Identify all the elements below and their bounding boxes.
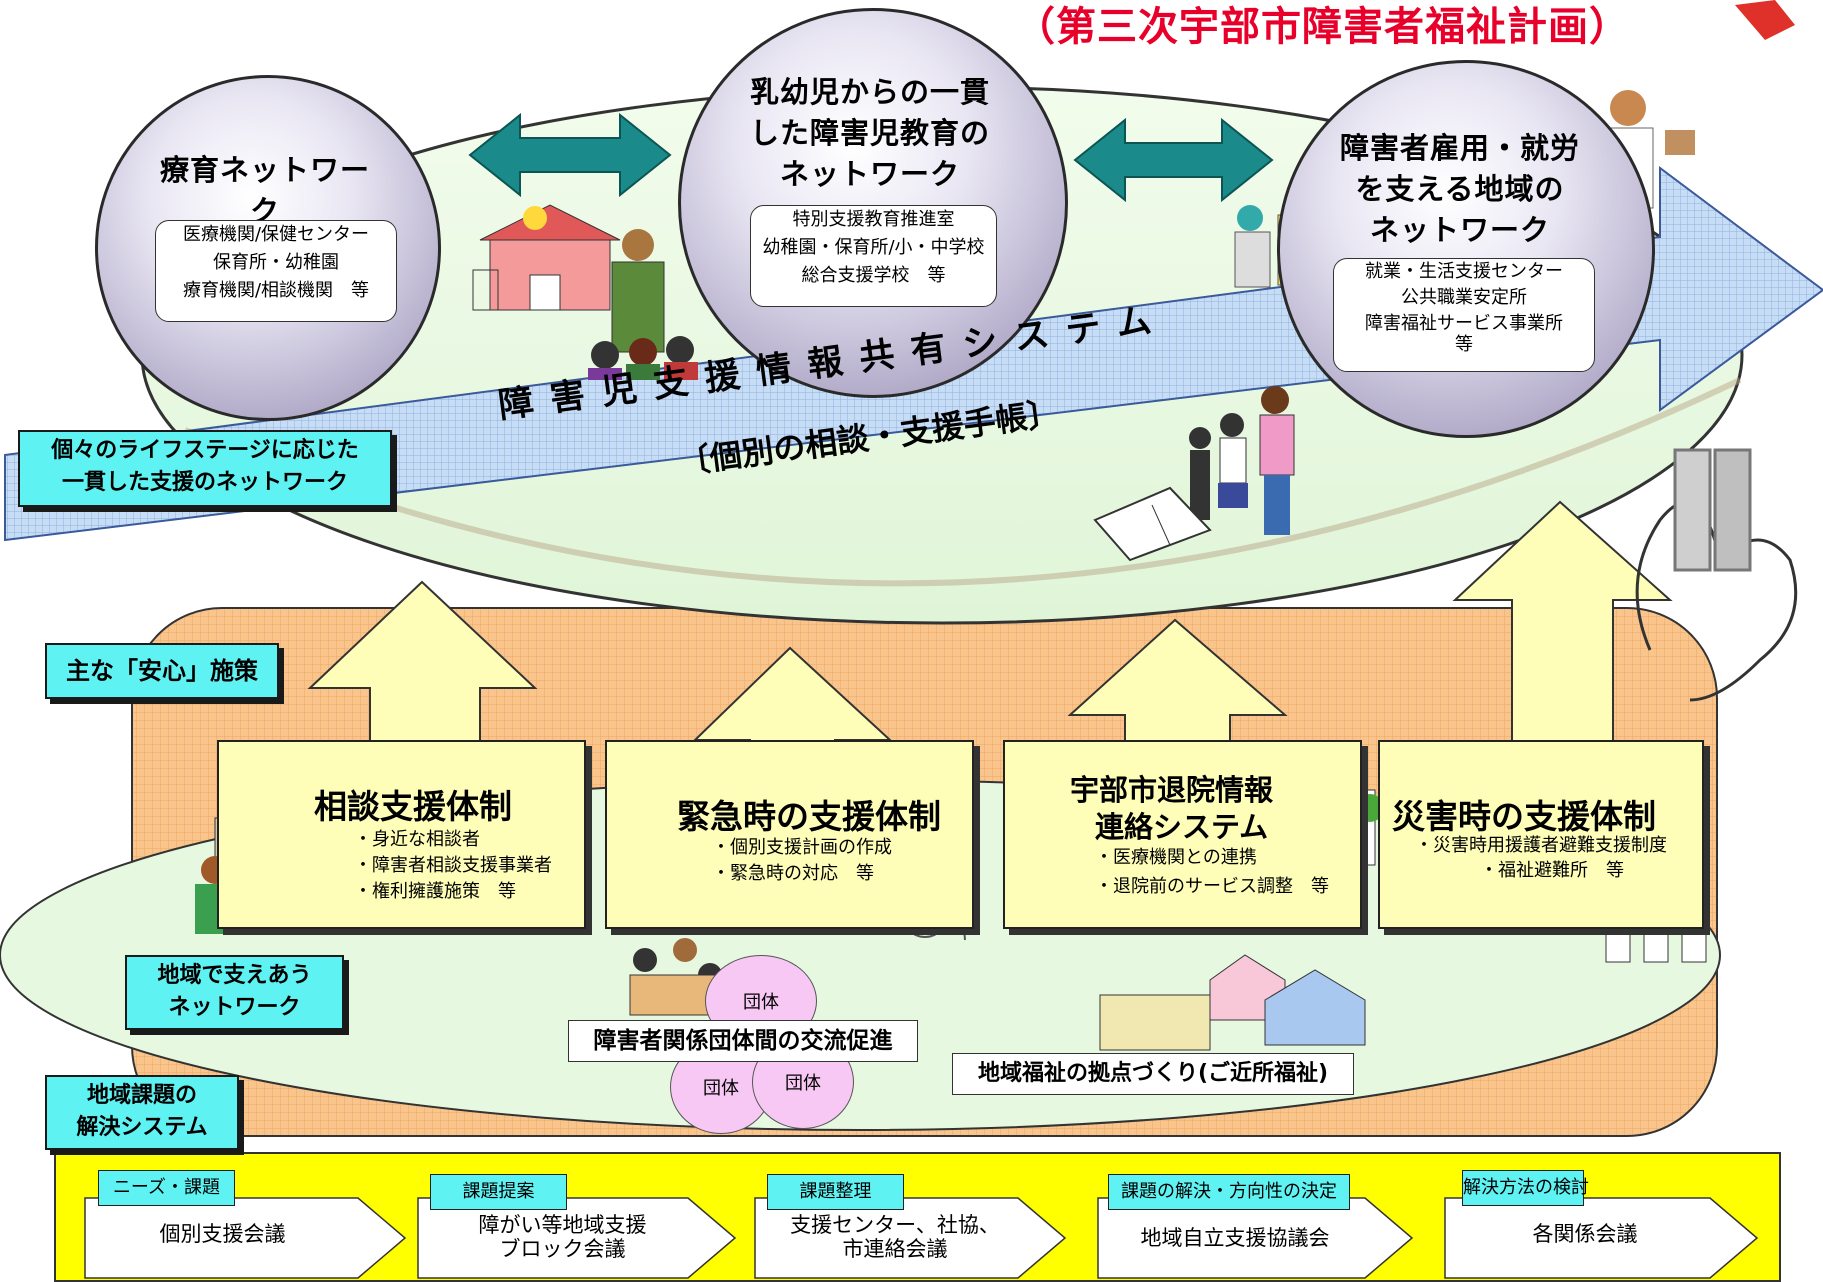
circle-title-line: ネットワーク [779,157,960,191]
lifestage-label: 個々のライフステージに応じた 一貫した支援のネットワーク [18,430,392,507]
process-tag: ニーズ・課題 [98,1170,235,1206]
circle-title-line: を支える地域の [1355,172,1565,206]
kaiketsu-label: 地域課題の 解決システム [45,1075,239,1150]
teacher-illustration [588,229,698,380]
measure-title: 相談支援体制 [314,787,512,826]
measure-line: ・障害者相談支援事業者 [354,855,552,876]
circle-item: 医療機関/保健センター [182,224,370,245]
measure-line: ・身近な相談者 [354,829,480,850]
circle-title-line: 療育ネットワー [159,153,370,187]
measure-title: 連絡システム [1095,810,1269,844]
circle-item: 幼稚園・保育所/小・中学校 [762,237,985,258]
ryoiku-network-items: 医療機関/保健センター 保育所・幼稚園 療育機関/相談機関 等 [155,220,397,322]
process-arrow-1 [84,1197,407,1279]
process-tag: 課題整理 [767,1174,904,1210]
process-label-line: 市連絡会議 [842,1237,948,1261]
book-illustration [1093,486,1212,562]
koyo-network-items: 就業・生活支援センター 公共職業安定所 障害福祉サービス事業所 等 [1333,258,1595,372]
measure-line: ・緊急時の対応 等 [712,863,874,884]
anshin-label: 主な「安心」施策 [45,643,279,699]
process-label-line: 地域自立支援協議会 [1140,1226,1330,1250]
process-label: 支援センター、社協、 市連絡会議 [765,1213,1025,1261]
process-label: 個別支援会議 [100,1222,345,1246]
process-tag: 課題提案 [430,1174,567,1210]
measure-line: ・災害時用援護者避難支援制度 [1415,835,1667,856]
process-tag: 解決方法の検討 [1462,1170,1589,1206]
koyo-network-title: 障害者雇用・就労 を支える地域の ネットワーク [1310,128,1610,251]
process-label-line: 障がい等地域支援 [478,1213,647,1237]
label-line: 地域課題の [86,1083,197,1108]
process-arrow-3 [754,1197,1067,1279]
houses-illustration [1099,954,1366,1051]
circle-title-line: した障害児教育の [749,116,990,150]
teal-arrow-right [1073,117,1274,203]
circle-item: 総合支援学校 等 [801,265,946,286]
circle-item: 保育所・幼稚園 [213,252,339,273]
measure-title: 災害時の支援体制 [1392,797,1656,836]
circle-item: 就業・生活支援センター [1365,261,1563,282]
measure-box-soudan: 相談支援体制 ・身近な相談者 ・障害者相談支援事業者 ・権利擁護施策 等 [217,740,586,929]
label-line: ネットワーク [168,995,301,1020]
measure-box-kinkyu: 緊急時の支援体制 ・個別支援計画の作成 ・緊急時の対応 等 [605,740,974,929]
circle-item: 療育機関/相談機関 等 [182,280,370,301]
process-label-line: 各関係会議 [1532,1222,1638,1246]
kyoiku-network-items: 特別支援教育推進室 幼稚園・保育所/小・中学校 総合支援学校 等 [750,205,997,307]
process-label: 地域自立支援協議会 [1105,1226,1365,1250]
koyo-network-circle [1277,60,1655,438]
circle-title-line: 乳幼児からの一貫 [749,75,990,109]
process-arrow-2 [417,1197,737,1279]
exchange-label: 障害者関係団体間の交流促進 [568,1020,918,1062]
measure-line: ・退院前のサービス調整 等 [1095,876,1329,897]
circle-item: 特別支援教育推進室 [792,209,955,230]
label-line: 個々のライフステージに応じた [51,438,359,463]
circle-item: 公共職業安定所 [1401,287,1527,308]
measure-box-taiin: 宇部市退院情報 連絡システム ・医療機関との連携 ・退院前のサービス調整 等 [1003,740,1362,929]
process-label: 各関係会議 [1455,1222,1715,1246]
circle-title-line: ネットワーク [1369,213,1550,247]
process-tag: 課題の解決・方向性の決定 [1108,1174,1350,1210]
base-label: 地域福祉の拠点づくり(ご近所福祉) [952,1053,1354,1095]
students-illustration [1189,386,1295,535]
measure-title: 宇部市退院情報 [1070,773,1274,807]
circle-item: 等 [1455,334,1473,355]
hands-illustration [1635,448,1798,702]
measure-line: ・医療機関との連携 [1095,847,1257,868]
measure-line: ・権利擁護施策 等 [354,881,516,902]
process-label-line: 個別支援会議 [159,1222,286,1246]
label-line: 一貫した支援のネットワーク [61,470,348,495]
measure-line: ・個別支援計画の作成 [712,837,892,858]
page-title: （第三次宇部市障害者福祉計画） [1015,4,1630,50]
process-label-line: ブロック会議 [499,1237,626,1261]
process-label: 障がい等地域支援 ブロック会議 [430,1213,695,1261]
kyoiku-network-title: 乳幼児からの一貫 した障害児教育の ネットワーク [700,72,1040,195]
kyoiku-network-circle [678,8,1068,398]
school-illustration [472,204,621,311]
label-line: 解決システム [76,1115,208,1140]
rocket-illustration [1735,0,1795,40]
measure-box-saigai: 災害時の支援体制 ・災害時用援護者避難支援制度 ・福祉避難所 等 [1378,740,1704,929]
circle-title-line: 障害者雇用・就労 [1339,131,1580,165]
label-line: 地域で支えあう [157,963,312,988]
teal-arrow-left [468,112,672,198]
measure-title: 緊急時の支援体制 [677,797,941,836]
process-label-line: 支援センター、社協、 [790,1213,1000,1237]
chiiki-network-label: 地域で支えあう ネットワーク [125,955,344,1030]
circle-item: 障害福祉サービス事業所 [1365,313,1563,334]
measure-line: ・福祉避難所 等 [1480,860,1624,881]
process-arrow-5 [1444,1197,1759,1279]
